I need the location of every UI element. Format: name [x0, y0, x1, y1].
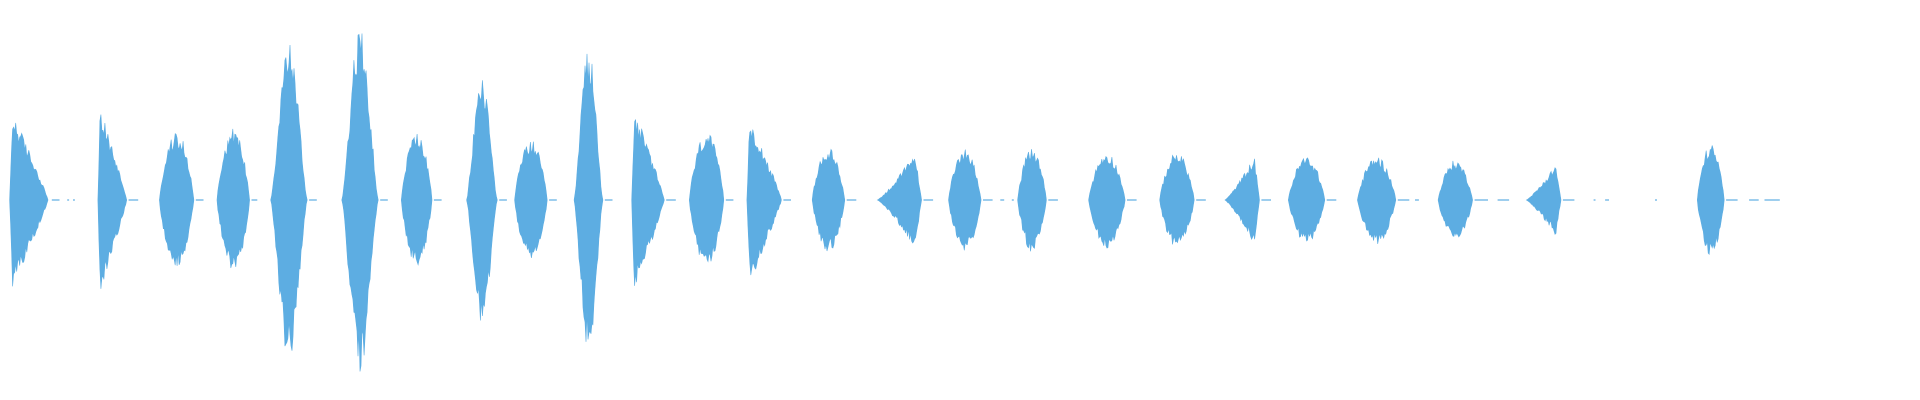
waveform-segment [746, 129, 782, 276]
waveform-segment [1696, 145, 1725, 256]
waveform-segment [1159, 154, 1195, 245]
waveform-segment [216, 128, 250, 269]
waveform-segment [876, 158, 922, 244]
waveform-segment [631, 119, 665, 286]
waveform-segment [466, 80, 498, 321]
waveform-segment [1088, 156, 1126, 249]
waveform-segment [514, 141, 548, 259]
waveform-segment [159, 133, 195, 266]
waveform-segment [270, 44, 308, 351]
waveform-segment [97, 114, 128, 289]
waveform-segment [1224, 158, 1260, 240]
waveform-segment [811, 148, 846, 252]
waveform-segment [400, 133, 433, 266]
waveform-segment [948, 149, 982, 251]
waveform-segment [1437, 160, 1473, 238]
waveform-segment [1525, 167, 1562, 235]
waveform-segment [9, 122, 49, 287]
waveform-segment [573, 53, 604, 342]
waveform-segment [341, 33, 379, 372]
waveform-segment [1357, 157, 1397, 244]
waveform-segments [9, 33, 1725, 372]
waveform-segment [1017, 149, 1047, 252]
waveform-segment [1287, 157, 1326, 242]
waveform-segment [688, 134, 725, 263]
